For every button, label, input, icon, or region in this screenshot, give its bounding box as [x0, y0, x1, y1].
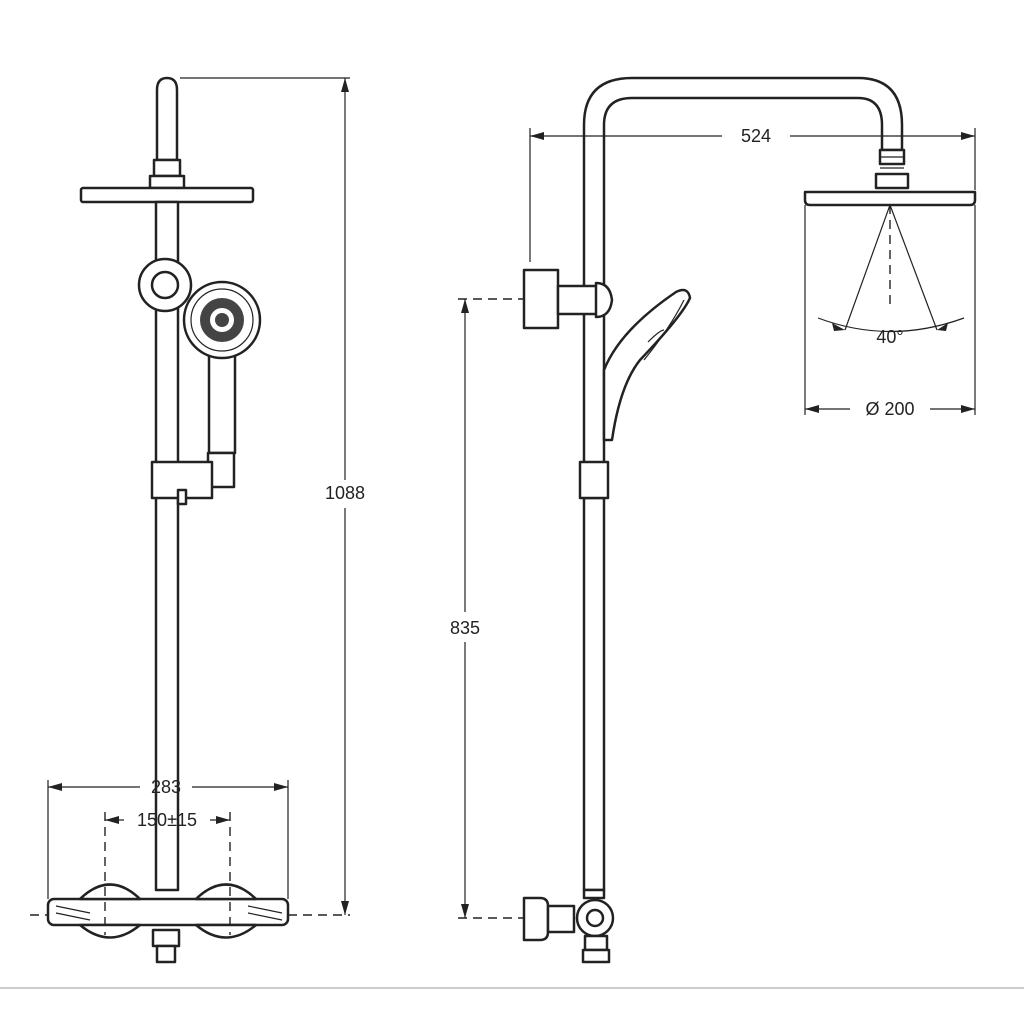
side-view: 524 40° Ø 200: [450, 76, 977, 964]
dim-label-arm-reach: 524: [741, 126, 771, 146]
dimension-spray-angle: 40°: [817, 204, 965, 347]
dim-label-total-height: 1088: [325, 483, 365, 503]
front-head-connector: [152, 158, 182, 178]
dimension-head-diameter: Ø 200: [804, 205, 976, 419]
side-overhead-shower-head: [803, 190, 977, 207]
side-wall-inlet: [522, 888, 615, 964]
dim-label-outlet-height: 835: [450, 618, 480, 638]
side-shower-arm: [582, 76, 904, 467]
front-overhead-shower-head: [79, 186, 255, 204]
front-hand-shower: [182, 280, 262, 489]
front-head-nut: [148, 174, 186, 190]
dimension-arm-reach: 524: [529, 126, 976, 262]
dim-label-mixer-width: 283: [151, 777, 181, 797]
side-slider: [578, 460, 610, 500]
front-view: 1088 283 150±15: [30, 76, 365, 964]
dim-label-spray-angle: 40°: [876, 327, 903, 347]
dim-label-head-diameter: Ø 200: [865, 399, 914, 419]
dimension-inlet-spacing: 150±15: [104, 810, 231, 935]
dim-label-inlet-spacing: 150±15: [137, 810, 197, 830]
dimension-mixer-width: 283: [47, 777, 289, 899]
side-wall-bracket: [522, 268, 614, 330]
dimension-total-height: 1088: [180, 77, 365, 916]
front-thermostatic-mixer: [46, 883, 290, 964]
front-slider-holder: [150, 460, 214, 500]
front-main-column: [154, 200, 180, 892]
front-top-riser: [155, 76, 179, 162]
side-head-nut: [874, 172, 910, 190]
side-lower-column: [582, 496, 606, 892]
dimension-outlet-height: 835: [450, 298, 524, 919]
